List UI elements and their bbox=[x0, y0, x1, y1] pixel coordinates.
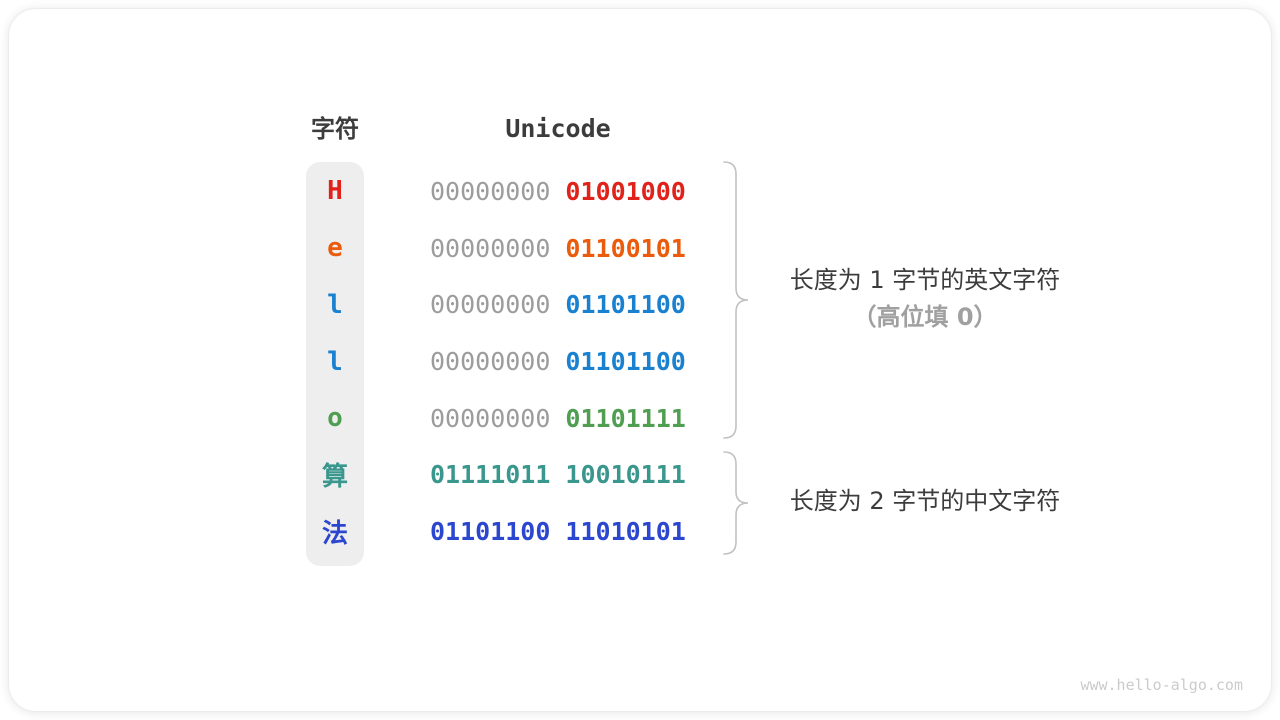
high-byte: 00000000 bbox=[430, 233, 551, 263]
table-row: 法 01101100 11010101 bbox=[306, 503, 726, 560]
char-cell: l bbox=[327, 346, 343, 377]
high-byte: 00000000 bbox=[430, 290, 551, 320]
unicode-bits: 00000000 01101100 bbox=[430, 333, 686, 390]
char-cell: 算 bbox=[321, 462, 348, 493]
high-byte: 00000000 bbox=[430, 347, 551, 377]
unicode-bits: 00000000 01101100 bbox=[430, 276, 686, 333]
annotation-chinese: 长度为 2 字节的中文字符 bbox=[755, 483, 1095, 520]
annotation-english: 长度为 1 字节的英文字符 （高位填 0） bbox=[755, 262, 1095, 336]
annotation-english-line2: （高位填 0） bbox=[852, 303, 998, 331]
table-row: l 00000000 01101100 bbox=[306, 333, 726, 390]
table-row: 算 01111011 10010111 bbox=[306, 447, 726, 504]
brace-english-group bbox=[723, 161, 749, 439]
unicode-bits: 00000000 01101111 bbox=[430, 390, 686, 447]
low-byte: 01100101 bbox=[565, 233, 686, 263]
brace-chinese-group bbox=[723, 451, 749, 555]
high-byte: 00000000 bbox=[430, 176, 551, 206]
char-cell: l bbox=[327, 289, 343, 320]
char-column-background bbox=[306, 162, 364, 566]
high-byte: 01101100 bbox=[430, 517, 551, 547]
figure-card bbox=[8, 8, 1272, 712]
unicode-bits: 01111011 10010111 bbox=[430, 447, 686, 504]
low-byte: 10010111 bbox=[565, 460, 686, 490]
annotation-chinese-line1: 长度为 2 字节的中文字符 bbox=[789, 487, 1061, 515]
site-watermark: www.hello-algo.com bbox=[1080, 676, 1243, 694]
unicode-bits: 01101100 11010101 bbox=[430, 503, 686, 560]
char-cell: H bbox=[327, 176, 343, 207]
low-byte: 01001000 bbox=[565, 176, 686, 206]
low-byte: 01101100 bbox=[565, 347, 686, 377]
table-row: e 00000000 01100101 bbox=[306, 220, 726, 277]
annotation-english-line1: 长度为 1 字节的英文字符 bbox=[789, 266, 1061, 294]
low-byte: 01101111 bbox=[565, 403, 686, 433]
low-byte: 11010101 bbox=[565, 517, 686, 547]
char-cell: 法 bbox=[321, 519, 348, 550]
encoding-table: H 00000000 01001000 e 00000000 01100101 l … bbox=[306, 163, 726, 560]
table-row: l 00000000 01101100 bbox=[306, 276, 726, 333]
low-byte: 01101100 bbox=[565, 290, 686, 320]
high-byte: 01111011 bbox=[430, 460, 551, 490]
unicode-bits: 00000000 01001000 bbox=[430, 163, 686, 220]
table-row: H 00000000 01001000 bbox=[306, 163, 726, 220]
table-row: o 00000000 01101111 bbox=[306, 390, 726, 447]
column-header-unicode: Unicode bbox=[505, 114, 611, 143]
char-cell: o bbox=[327, 403, 343, 434]
char-cell: e bbox=[327, 233, 343, 264]
unicode-bits: 00000000 01100101 bbox=[430, 220, 686, 277]
high-byte: 00000000 bbox=[430, 403, 551, 433]
column-header-char: 字符 bbox=[311, 115, 359, 143]
